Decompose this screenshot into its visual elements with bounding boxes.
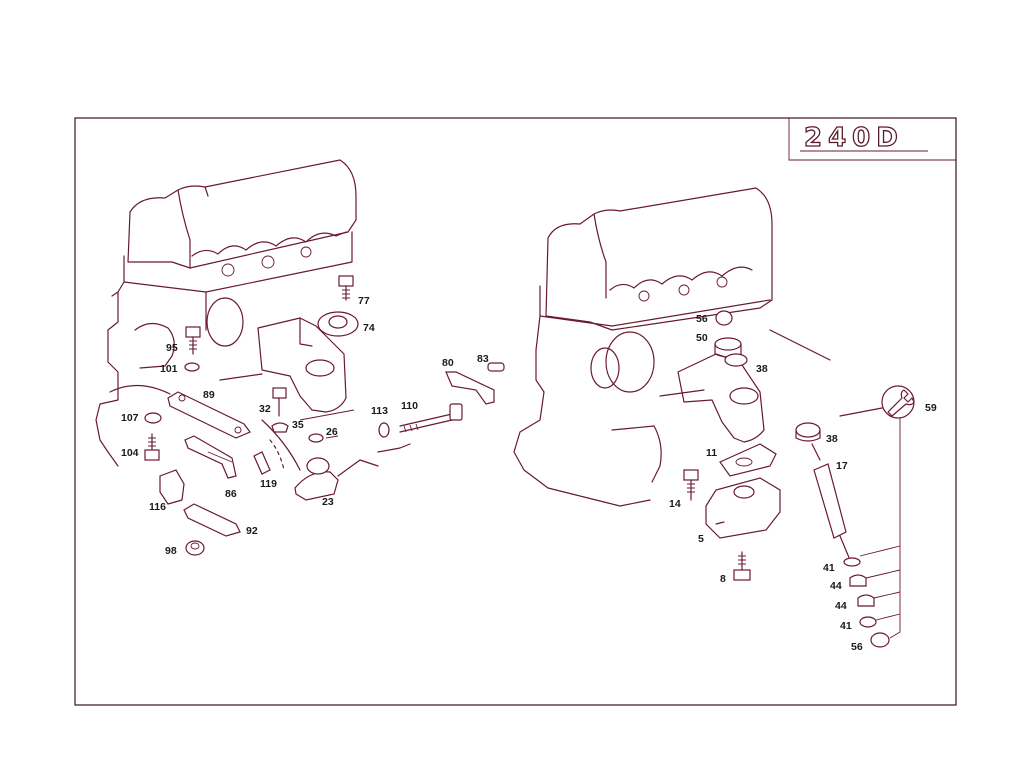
right-small-parts (683, 310, 915, 648)
callout-92: 92 (246, 525, 258, 537)
callout-41b: 41 (840, 620, 852, 632)
callout-80: 80 (442, 357, 454, 369)
model-badge-text: 240D (804, 123, 904, 153)
diagram-frame (74, 117, 957, 706)
callout-5: 5 (698, 533, 704, 545)
callout-35: 35 (292, 419, 304, 431)
callout-23: 23 (322, 496, 334, 508)
model-badge: 240D (788, 118, 956, 161)
callout-11: 11 (706, 447, 717, 459)
right-engine-block (513, 187, 883, 507)
callout-119: 119 (260, 478, 277, 490)
callout-38a: 38 (756, 363, 768, 375)
callout-77: 77 (358, 295, 370, 307)
left-small-parts (144, 275, 505, 556)
callout-56b: 56 (851, 641, 863, 653)
callout-89: 89 (203, 389, 215, 401)
callout-44a: 44 (830, 580, 842, 592)
callout-32: 32 (259, 403, 271, 415)
callout-50: 50 (696, 332, 708, 344)
right-engine-mount-bracket (677, 353, 765, 443)
callout-8: 8 (720, 573, 726, 585)
callout-116: 116 (149, 501, 166, 513)
callout-104: 104 (121, 447, 139, 459)
callout-26: 26 (326, 426, 338, 438)
callout-41a: 41 (823, 562, 835, 574)
callout-74: 74 (363, 322, 375, 334)
callout-56a: 56 (696, 313, 708, 325)
callout-14: 14 (669, 498, 681, 510)
callout-101: 101 (160, 363, 178, 375)
callout-95: 95 (166, 342, 178, 354)
callout-107: 107 (121, 412, 139, 424)
callout-38b: 38 (826, 433, 838, 445)
callout-59: 59 (925, 402, 937, 414)
wrench-icon (881, 385, 915, 419)
callout-17: 17 (836, 460, 848, 472)
left-engine-mount-bracket (257, 317, 347, 413)
callout-86: 86 (225, 488, 237, 500)
callout-83: 83 (477, 353, 489, 365)
callout-113: 113 (371, 405, 388, 417)
callout-44b: 44 (835, 600, 847, 612)
callout-110: 110 (401, 400, 418, 412)
leader-lines (207, 409, 355, 463)
callout-98: 98 (165, 545, 177, 557)
left-engine-block (95, 159, 357, 471)
